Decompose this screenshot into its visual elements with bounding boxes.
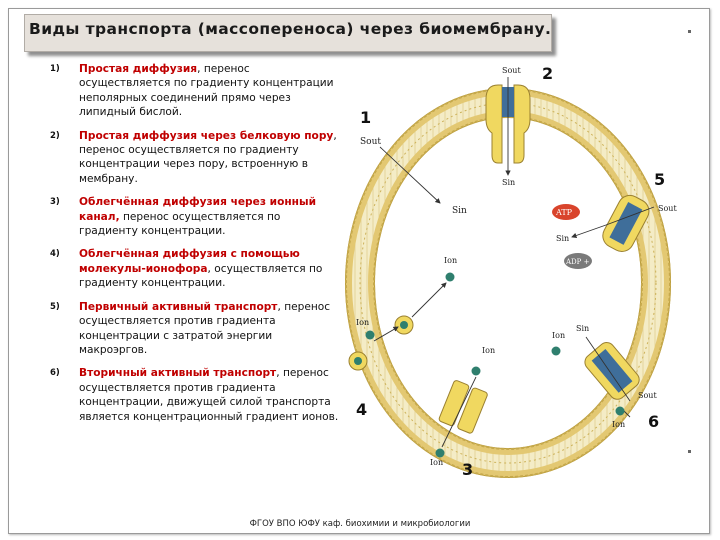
item-description: , перенос осуществляется против градиент… <box>79 300 331 356</box>
diagram-number: 3 <box>462 460 473 479</box>
item-description: перенос осуществляется по градиенту конц… <box>79 210 281 238</box>
diagram-number: 2 <box>542 64 553 83</box>
diagram-number: 6 <box>648 412 659 431</box>
svg-text:ADP + Pi: ADP + Pi <box>565 258 599 266</box>
svg-text:Ion: Ion <box>430 458 443 467</box>
svg-text:Sout: Sout <box>502 66 521 75</box>
svg-text:Ion: Ion <box>482 346 495 355</box>
svg-text:Sin: Sin <box>556 234 569 243</box>
svg-text:Sin: Sin <box>576 324 589 333</box>
item-number: 1) <box>50 64 60 74</box>
list-item: 2) Простая диффузия через белковую пору, … <box>50 129 340 187</box>
item-term: Вторичный активный транспорт <box>79 367 277 380</box>
diagram-number: 1 <box>360 108 371 127</box>
footer: ФГОУ ВПО ЮФУ каф. биохимии и микробиолог… <box>249 519 471 529</box>
item-number: 6) <box>50 368 60 379</box>
svg-text:Sout: Sout <box>658 204 677 213</box>
item-term: Простая диффузия <box>79 63 198 75</box>
item-term: Простая диффузия через белковую пору <box>79 129 334 142</box>
list-item: 1) Простая диффузия, перенос осуществляет… <box>50 62 340 120</box>
svg-text:Ion: Ion <box>612 420 625 429</box>
list-item: 6) Вторичный активный транспорт, перенос … <box>50 366 340 424</box>
item-description: , перенос осуществляется по градиенту ко… <box>79 63 334 119</box>
ion-channel: Ion Ion <box>430 346 495 467</box>
membrane-diagram: Sout Sin Sout Sin ATP ADP + Pi Sout Sin … <box>345 64 677 479</box>
symporter: Sin Ion Sout Ion <box>551 324 657 429</box>
svg-text:Ion: Ion <box>356 318 369 327</box>
item-number: 4) <box>50 249 60 260</box>
diffusion-path-1: Sout Sin <box>360 137 467 216</box>
frame-marker <box>688 450 691 453</box>
protein-pore: Sout Sin <box>485 66 531 187</box>
list-item: 5) Первичный активный транспорт, перенос … <box>50 300 340 358</box>
title-box: Виды транспорта (массопереноса) через би… <box>24 14 552 52</box>
list-item: 3) Облегчённая диффузия через ионный кана… <box>50 195 340 238</box>
item-term: Облегчённая диффузия через ионный канал, <box>79 196 317 223</box>
slide-title: Виды транспорта (массопереноса) через би… <box>29 20 552 38</box>
diagram-number: 4 <box>356 400 367 419</box>
svg-text:Sout: Sout <box>638 391 657 400</box>
svg-text:Ion: Ion <box>444 256 457 265</box>
item-description: , осуществляется по градиенту концентрац… <box>79 262 323 290</box>
frame-marker <box>688 30 691 33</box>
item-number: 5) <box>50 301 60 312</box>
label-s-in: Sin <box>452 206 467 216</box>
ionophore: Ion Ion <box>348 256 457 371</box>
item-description: , перенос осуществляется против градиент… <box>79 367 339 423</box>
atp-pump: ATP ADP + Pi Sout Sin <box>552 194 677 269</box>
item-description: , перенос осуществляется по градиенту ко… <box>79 129 337 185</box>
svg-text:Sin: Sin <box>502 178 515 187</box>
list-item: 4) Облегчённая диффузия с помощью молекул… <box>50 247 340 290</box>
svg-text:Ion: Ion <box>552 331 565 340</box>
label-s-out: Sout <box>360 137 381 147</box>
transport-list: 1)Простая диффузия, перенос осуществляет… <box>50 62 340 433</box>
item-term: Первичный активный транспорт <box>79 300 278 313</box>
svg-text:ATP: ATP <box>555 208 573 217</box>
item-number: 3) <box>50 197 60 208</box>
item-term: Облегчённая диффузия с помощью молекулы-… <box>79 248 300 275</box>
diagram-number: 5 <box>654 170 665 189</box>
item-number: 2) <box>50 130 60 141</box>
